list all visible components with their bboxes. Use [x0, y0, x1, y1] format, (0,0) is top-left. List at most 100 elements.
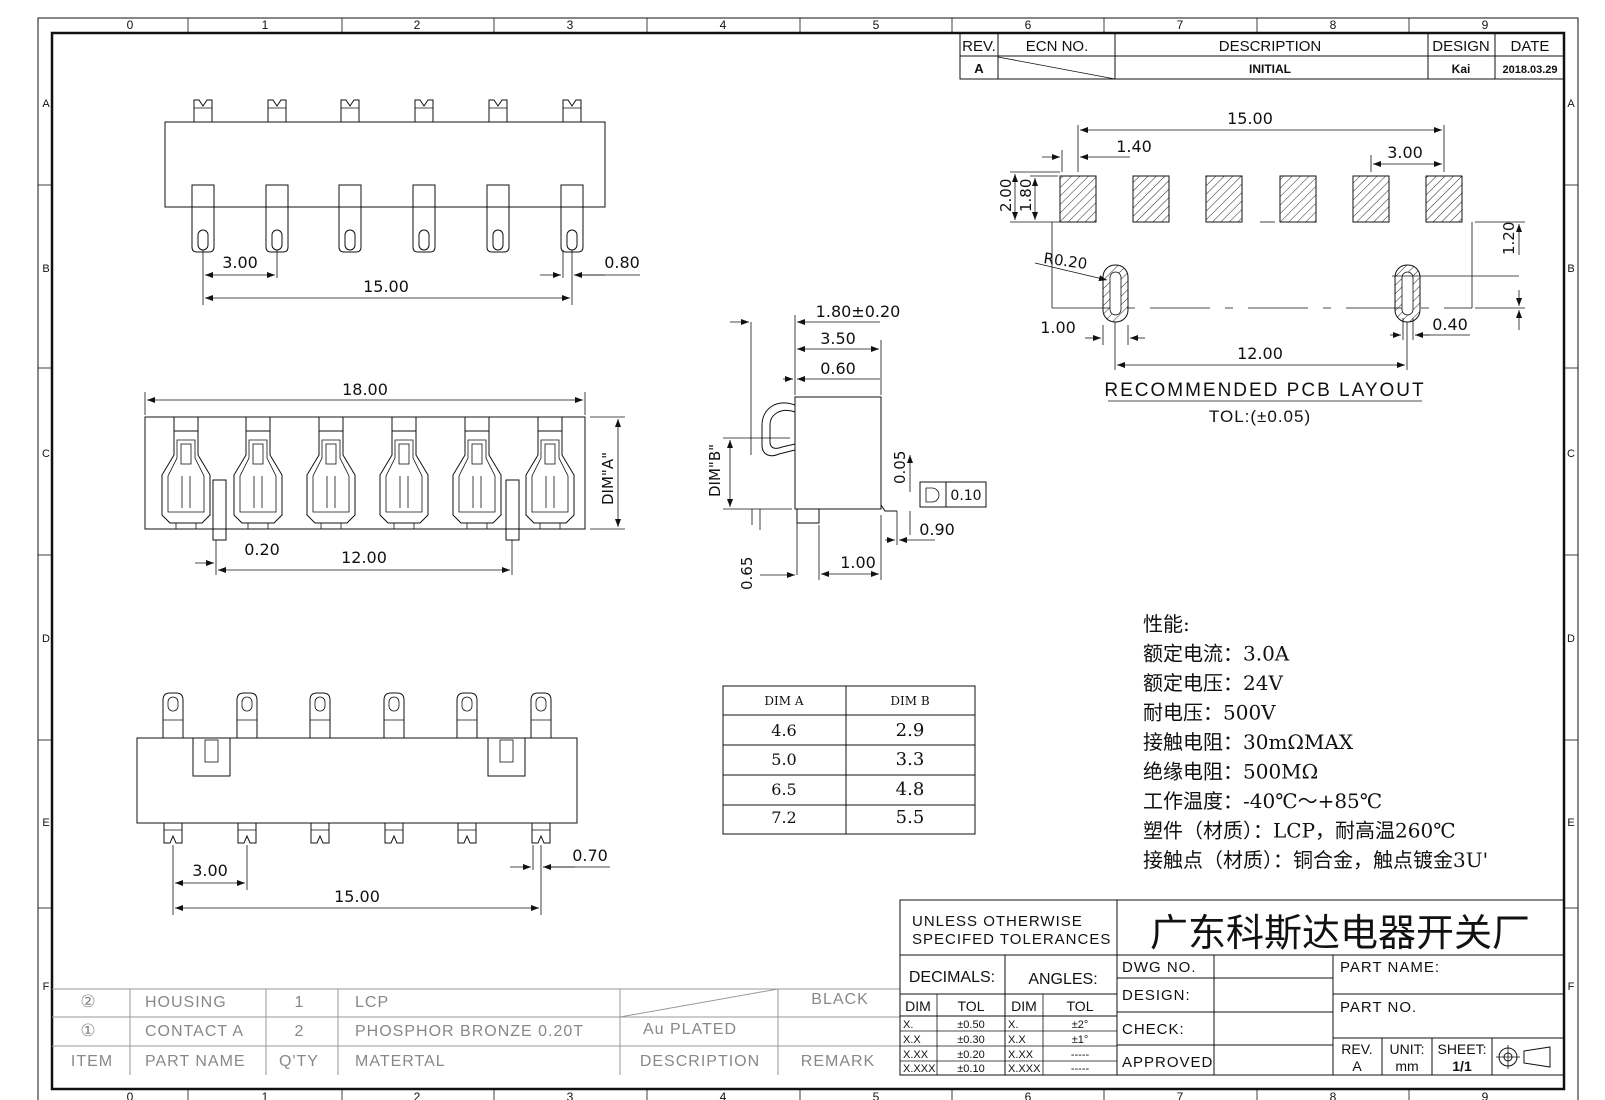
bottom-pin-width-dim: 0.70: [572, 846, 608, 865]
spec-line: 额定电压：24V: [1143, 671, 1283, 695]
part-no-label: PART NO.: [1340, 999, 1417, 1016]
front-post-span-dim: 12.00: [341, 548, 387, 567]
column-zone-label: 3: [567, 1090, 574, 1100]
unit-value: mm: [1395, 1058, 1418, 1074]
description-header: DESCRIPTION: [1219, 38, 1322, 55]
bottom-span-dim: 15.00: [334, 887, 380, 906]
design-header: DESIGN: [1432, 38, 1490, 55]
tol-dim-cell: X.: [903, 1019, 913, 1031]
bom-material: PHOSPHOR BRONZE 0.20T: [355, 1023, 584, 1040]
top-span-dim: 15.00: [363, 277, 409, 296]
spec-line: 塑件（材质）：LCP，耐高温260℃: [1143, 819, 1456, 843]
front-view-contact: [233, 416, 283, 529]
top-view-pin: [412, 99, 436, 253]
column-zone-label: 5: [873, 1090, 880, 1100]
dim-table-header: DIM A: [764, 694, 803, 708]
column-zone-label: 0: [127, 1090, 134, 1100]
angle-dim-cell: X.XX: [1008, 1049, 1034, 1061]
dim-table-cell: 6.5: [771, 780, 796, 799]
rev-label: REV.: [1341, 1041, 1372, 1057]
row-zone-label: C: [42, 448, 50, 460]
top-pitch-dim: 3.00: [222, 253, 258, 272]
column-zone-label: 2: [414, 1090, 421, 1100]
column-zone-label: 9: [1482, 1090, 1489, 1100]
pcb-pad: [1132, 175, 1170, 223]
date-header: DATE: [1511, 38, 1550, 55]
row-zone-label: D: [1567, 633, 1575, 645]
unit-label: UNIT:: [1390, 1041, 1425, 1057]
top-view-pin: [486, 99, 510, 253]
bom-qty: 1: [295, 994, 304, 1011]
sheet-label: SHEET:: [1437, 1041, 1486, 1057]
top-view-pin: [560, 99, 584, 253]
front-view-contact: [306, 416, 356, 529]
column-zone-label: 8: [1330, 18, 1337, 32]
company-name: 广东科斯达电器开关厂: [1150, 911, 1530, 955]
row-zone-label: F: [1568, 981, 1575, 993]
dim-table-cell: 2.9: [896, 720, 925, 741]
column-zone-label: 4: [720, 1090, 727, 1100]
bom-header-part-name: PART NAME: [145, 1053, 246, 1070]
bom-part-name: HOUSING: [145, 994, 227, 1011]
bom-item: ②: [80, 992, 95, 1011]
row-zone-label: F: [43, 981, 50, 993]
dim-table-cell: 7.2: [771, 808, 796, 827]
spec-line: 额定电流：3.0A: [1143, 642, 1290, 666]
decimals-dim-header: DIM: [905, 998, 931, 1014]
pcb-tolerance: TOL:(±0.05): [1209, 407, 1311, 426]
dim-table-cell: 4.8: [896, 779, 925, 800]
row-zone-label: C: [1567, 448, 1575, 460]
angle-dim-cell: X.: [1008, 1019, 1018, 1031]
sheet-value: 1/1: [1452, 1058, 1472, 1074]
pcb-pad: [1205, 175, 1243, 223]
side-dim-3-50: 3.50: [820, 329, 856, 348]
front-pin-width-dim: 0.20: [244, 540, 280, 559]
side-dim-0-90: 0.90: [919, 520, 955, 539]
decimals-tol-header: TOL: [958, 998, 985, 1014]
pcb-radius-dim: R0.20: [1042, 249, 1088, 273]
top-view-pin: [338, 99, 362, 253]
spec-line: 性能:: [1143, 612, 1190, 636]
date-value: 2018.03.29: [1502, 64, 1557, 76]
row-zone-label: B: [1567, 263, 1574, 275]
column-zone-label: 5: [873, 18, 880, 32]
front-view-contact: [379, 416, 429, 529]
rev-value: A: [974, 61, 984, 76]
bottom-view-pin: [383, 692, 405, 844]
spec-line: 接触电阻：30mΩMAX: [1143, 730, 1354, 754]
bottom-pitch-dim: 3.00: [192, 861, 228, 880]
bottom-view-pin: [162, 692, 184, 844]
bottom-view-pin: [530, 692, 552, 844]
column-zone-label: 6: [1025, 1090, 1032, 1100]
pcb-layout-title: RECOMMENDED PCB LAYOUT: [1104, 380, 1425, 401]
flatness-value: 0.10: [950, 488, 981, 504]
row-zone-label: D: [42, 633, 50, 645]
performance-specs: 性能:额定电流：3.0A额定电压：24V耐电压：500V接触电阻：30mΩMAX…: [1143, 612, 1488, 872]
bottom-view-pin: [309, 692, 331, 844]
row-zone-label: B: [42, 263, 49, 275]
row-zone-label: E: [42, 817, 49, 829]
front-length-dim: 18.00: [342, 380, 388, 399]
column-zone-label: 0: [127, 18, 134, 32]
tol-value-cell: ±0.20: [957, 1049, 984, 1061]
projection-symbol-icon: [1496, 1045, 1551, 1069]
dim-b-label: DIM"B": [706, 444, 724, 497]
bottom-view-pin: [236, 692, 258, 844]
dim-a-label: DIM"A": [599, 452, 617, 505]
bom-remark: BLACK: [811, 991, 868, 1008]
row-zone-label: E: [1567, 817, 1574, 829]
front-view-contact: [525, 416, 575, 529]
bom-header-description: DESCRIPTION: [640, 1053, 760, 1070]
pcb-pitch-dim: 3.00: [1387, 143, 1423, 162]
spec-line: 接触点（材质）：铜合金，触点镀金3U': [1143, 848, 1488, 872]
column-zone-label: 4: [720, 18, 727, 32]
top-view: 3.00 15.00 0.80: [164, 99, 640, 305]
rev-header: REV.: [962, 38, 996, 55]
front-view-contact: [452, 416, 502, 529]
